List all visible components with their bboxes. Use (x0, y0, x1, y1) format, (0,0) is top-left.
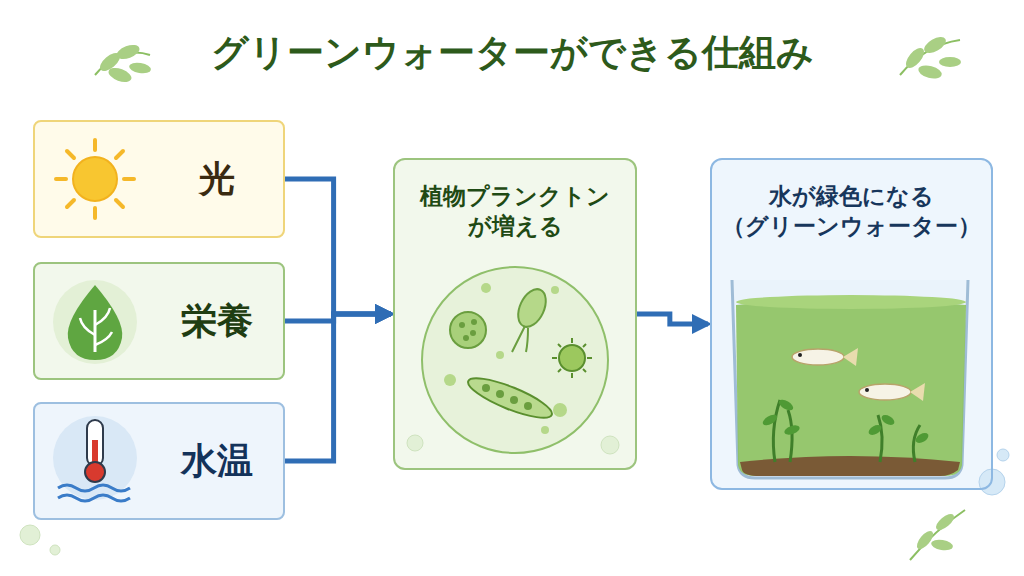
fish (792, 348, 925, 401)
factor-label: 光 (199, 156, 235, 203)
factor-label: 水温 (181, 438, 253, 485)
flow-arrow (285, 179, 391, 314)
beaker-illustration (732, 280, 968, 478)
process-box: 植物プランクトン が増える (393, 158, 637, 470)
box-fill (710, 158, 993, 490)
leaf-decoration (95, 34, 965, 560)
box-fills (33, 120, 993, 520)
nutrient-icon (53, 280, 137, 364)
box-fill (393, 158, 637, 470)
title: グリーンウォーターができる仕組み (0, 28, 1024, 78)
box-fill (33, 120, 285, 238)
flow-arrow (637, 314, 708, 324)
flow-arrow (285, 314, 391, 461)
sun-icon (56, 140, 134, 218)
box-fill (33, 262, 285, 380)
result-box: 水が緑色になる （グリーンウォーター） (710, 158, 993, 490)
factor-label: 栄養 (181, 298, 253, 345)
factor-box: 光 (33, 120, 285, 238)
box-heading: 植物プランクトン が増える (405, 182, 625, 242)
box-heading: 水が緑色になる （グリーンウォーター） (717, 182, 987, 242)
thermometer-icon (53, 416, 137, 501)
plankton-illustration (422, 267, 608, 453)
factor-box: 栄養 (33, 262, 285, 380)
factor-box: 水温 (33, 402, 285, 520)
box-fill (33, 402, 285, 520)
